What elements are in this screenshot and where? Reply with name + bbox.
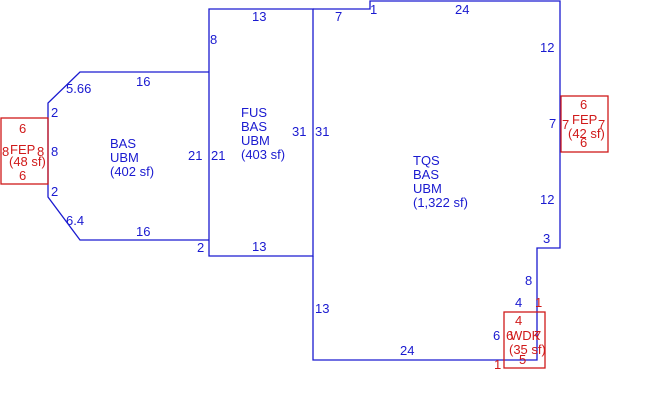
dim-wdk-right: 7 — [534, 328, 541, 343]
dim-bas-top: 16 — [136, 74, 150, 89]
dim-bas-diag-top: 5.66 — [66, 81, 91, 96]
dim-fep-right-bottom: 6 — [580, 135, 587, 150]
dim-fep-right-top: 6 — [580, 97, 587, 112]
dim-tqs-bottom: 24 — [400, 343, 414, 358]
dim-tqs-top-small: 7 — [335, 9, 342, 24]
dim-fus-left: 21 — [211, 148, 225, 163]
fep-left-outline — [0, 117, 49, 185]
dim-fep-left-left: 8 — [2, 144, 9, 159]
dim-tqs-wdk-top: 4 — [515, 295, 522, 310]
dim-fus-upper-left: 8 — [210, 32, 217, 47]
dim-tqs-step: 3 — [543, 231, 550, 246]
dim-tqs-right-upper: 12 — [540, 40, 554, 55]
fep-left-label: FEP (48 sf) — [9, 142, 46, 169]
dim-bas-right: 21 — [188, 148, 202, 163]
dim-wdk-left: 6 — [506, 328, 513, 343]
dim-fus-right: 31 — [292, 124, 306, 139]
wdk-outline — [503, 311, 546, 369]
dim-fus-top: 13 — [252, 9, 266, 24]
dim-tqs-top-one: 1 — [370, 2, 377, 17]
dim-wdk-top: 4 — [515, 313, 522, 328]
dim-tqs-right-lower: 12 — [540, 192, 554, 207]
dim-fep-right-right: 7 — [598, 117, 605, 132]
dim-tqs-corner: 1 — [494, 357, 501, 372]
tqs-outline — [312, 0, 561, 361]
dim-bas-left-upper: 2 — [51, 105, 58, 120]
tqs-label: TQS BAS UBM (1,322 sf) — [413, 153, 468, 210]
dim-tqs-top: 24 — [455, 2, 469, 17]
dim-fep-right-left: 7 — [562, 117, 569, 132]
fus-label: FUS BAS UBM (403 sf) — [241, 105, 285, 162]
wdk-label: WDK (35 sf) — [509, 328, 546, 357]
dim-fus-bottom: 13 — [252, 239, 266, 254]
bas-label: BAS UBM (402 sf) — [110, 136, 154, 179]
fep-right-label: FEP (42 sf) — [568, 112, 605, 141]
dim-bas-left-mid: 8 — [51, 144, 58, 159]
dim-tqs-left: 31 — [315, 124, 329, 139]
dim-tqs-right-mid: 7 — [549, 116, 556, 131]
dim-fep-left-top: 6 — [19, 121, 26, 136]
dim-tqs-wdk-left: 6 — [493, 328, 500, 343]
dim-fep-left-bottom: 6 — [19, 168, 26, 183]
dim-tqs-right-bottom: 8 — [525, 273, 532, 288]
dim-bas-left-lower: 2 — [51, 184, 58, 199]
fep-right-outline — [560, 95, 609, 153]
dim-bas-bottom-right: 2 — [197, 240, 204, 255]
dim-fep-left-right: 8 — [37, 144, 44, 159]
dim-bas-bottom: 16 — [136, 224, 150, 239]
dim-wdk-bottom: 5 — [519, 352, 526, 367]
dim-bas-diag-bottom: 6.4 — [66, 213, 84, 228]
dim-tqs-left-lower: 13 — [315, 301, 329, 316]
dim-tqs-wdk-right: 1 — [535, 295, 542, 310]
